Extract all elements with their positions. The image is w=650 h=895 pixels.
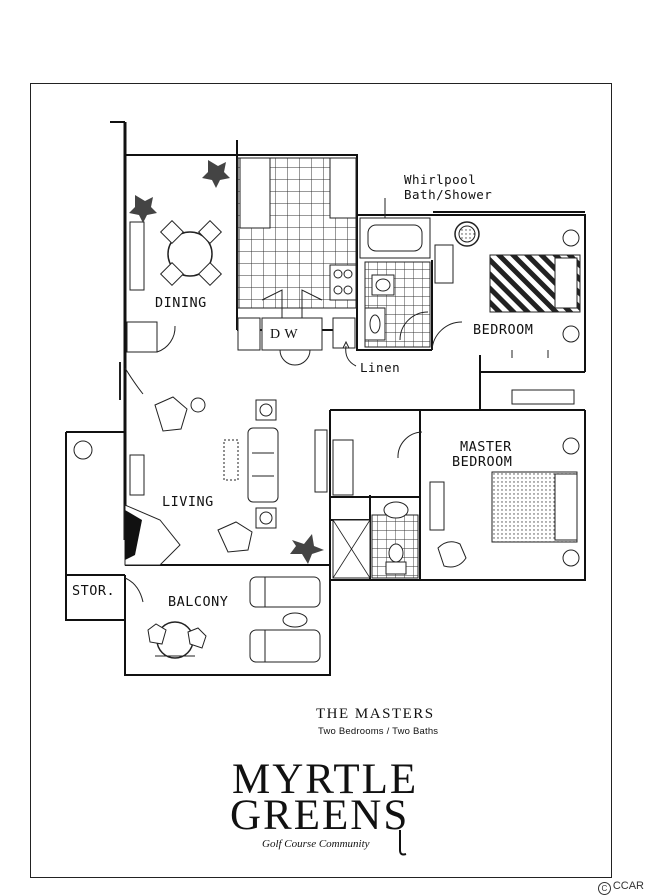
logo-tagline: Golf Course Community	[262, 838, 370, 850]
label-living: LIVING	[162, 494, 214, 510]
plan-subtitle: Two Bedrooms / Two Baths	[318, 726, 439, 737]
label-whirlpool-line2: Bath/Shower	[404, 187, 493, 202]
label-dining: DINING	[155, 295, 207, 311]
label-master-line1: MASTER	[460, 439, 512, 455]
label-linen: Linen	[360, 360, 401, 375]
label-whirlpool-line1: Whirlpool	[404, 172, 477, 187]
label-master-line2: BEDROOM	[452, 454, 513, 470]
logo-line2: GREENS	[230, 792, 410, 839]
ccar-text: CCAR	[612, 880, 644, 892]
label-bedroom: BEDROOM	[473, 322, 534, 338]
label-balcony: BALCONY	[168, 594, 229, 610]
golf-club-icon	[399, 830, 407, 856]
label-storage: STOR.	[72, 583, 116, 599]
drawing-frame	[30, 83, 612, 878]
label-whirlpool: Whirlpool Bath/Shower	[404, 172, 492, 202]
plan-name: THE MASTERS	[316, 706, 435, 722]
copyright-icon: C	[597, 882, 611, 895]
label-dishwasher: D W	[270, 327, 299, 342]
label-master-bedroom: MASTER BEDROOM	[452, 440, 512, 470]
logo-line1: MYRTLE	[232, 756, 419, 803]
